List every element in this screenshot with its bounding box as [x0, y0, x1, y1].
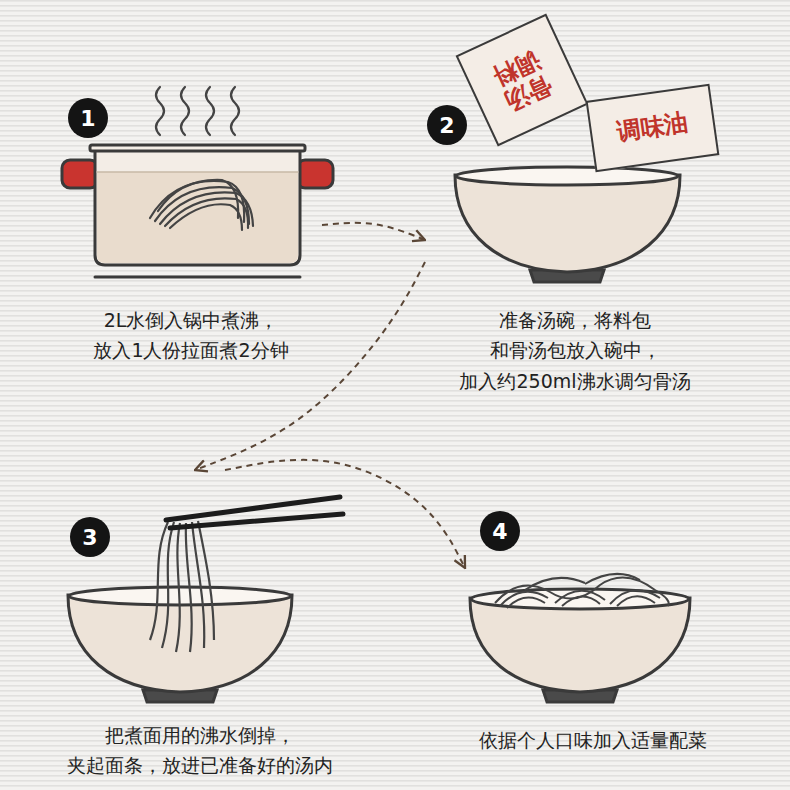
- seasoning-packet: 调味油: [586, 84, 720, 173]
- seasoning-packet: 骨汤调料: [456, 14, 589, 147]
- soup-bowl: [455, 167, 680, 282]
- pot: [62, 87, 333, 277]
- flow-arrow: [225, 460, 465, 568]
- step-number: 4: [480, 511, 520, 551]
- step-number: 2: [427, 105, 467, 145]
- noodle-bowl: [470, 574, 690, 702]
- step-panel: 4 依据个人口味加入适量配菜: [465, 500, 720, 763]
- step-caption: 把煮面用的沸水倒掉， 夹起面条，放进已准备好的汤内: [61, 720, 339, 781]
- flow-arrow: [322, 223, 425, 240]
- step-caption: 2L水倒入锅中煮沸， 放入1人份拉面煮2分钟: [71, 305, 311, 366]
- step-caption: 准备汤碗，将料包 和骨汤包放入碗中， 加入约250ml沸水调匀骨汤: [435, 305, 715, 396]
- step-panel: 2准备汤碗，将料包 和骨汤包放入碗中， 加入约250ml沸水调匀骨汤骨汤调料调味…: [425, 95, 725, 404]
- flow-arrow: [195, 262, 425, 470]
- packet-label: 调味油: [603, 108, 702, 149]
- soup-bowl: [68, 497, 343, 702]
- step-number: 3: [70, 517, 110, 557]
- packet-label: 骨汤调料: [485, 43, 558, 116]
- step-panel: 3 把煮面用的沸水倒掉， 夹起面条，放进已准备好的汤内: [60, 470, 340, 789]
- step-caption: 依据个人口味加入适量配菜: [468, 725, 718, 755]
- step-panel: 1 2L水倒入锅中煮沸， 放入1人份拉面煮2分钟: [60, 95, 322, 374]
- step-number: 1: [68, 98, 108, 138]
